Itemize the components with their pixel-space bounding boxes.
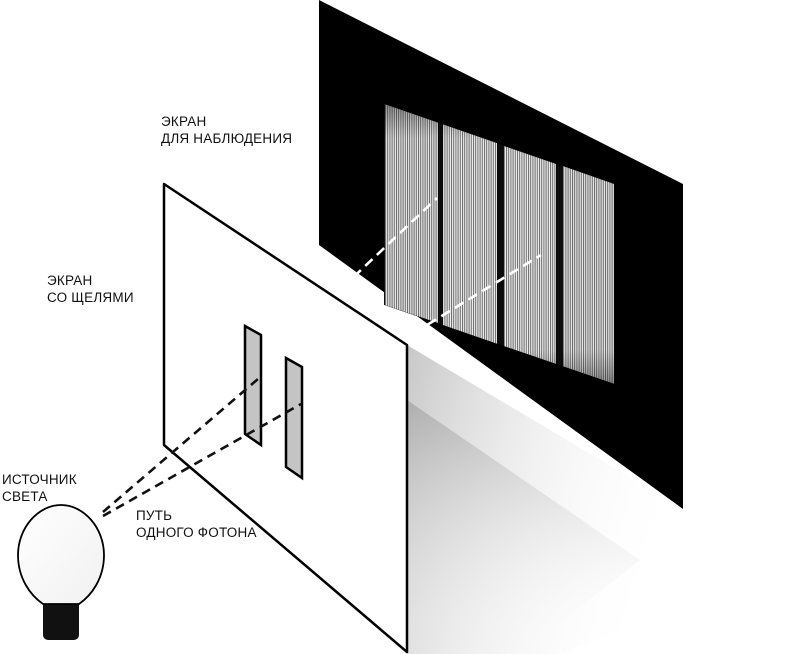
slit-left — [243, 323, 263, 448]
slit-screen-label-line2: СО ЩЕЛЯМИ — [47, 290, 134, 305]
photon-path-label-line1: ПУТЬ — [136, 508, 173, 523]
light-source-label-line1: ИСТОЧНИК — [2, 472, 77, 487]
slit-right — [284, 355, 304, 481]
light-source-label-line2: СВЕТА — [2, 489, 48, 504]
bulb-glass — [17, 504, 105, 605]
photon-path-to-left-slit — [102, 378, 259, 513]
observation-screen-label: ЭКРАН ДЛЯ НАБЛЮДЕНИЯ — [161, 113, 292, 147]
observation-screen-label-line2: ДЛЯ НАБЛЮДЕНИЯ — [161, 131, 293, 146]
photon-path-label: ПУТЬ ОДНОГО ФОТОНА — [136, 507, 257, 541]
interference-pattern — [384, 104, 615, 384]
bulb-base — [43, 600, 79, 640]
light-source-label: ИСТОЧНИК СВЕТА — [2, 471, 77, 505]
photon-path-label-line2: ОДНОГО ФОТОНА — [136, 525, 257, 540]
photon-path-continued — [341, 197, 542, 335]
observation-screen-label-line1: ЭКРАН — [161, 114, 207, 129]
slit-screen-label: ЭКРАН СО ЩЕЛЯМИ — [47, 272, 134, 306]
photon-path-to-right-slit — [102, 402, 302, 518]
light-bulb-icon — [17, 504, 105, 640]
slit-screen-label-line1: ЭКРАН — [47, 273, 93, 288]
photon-path — [102, 378, 302, 518]
